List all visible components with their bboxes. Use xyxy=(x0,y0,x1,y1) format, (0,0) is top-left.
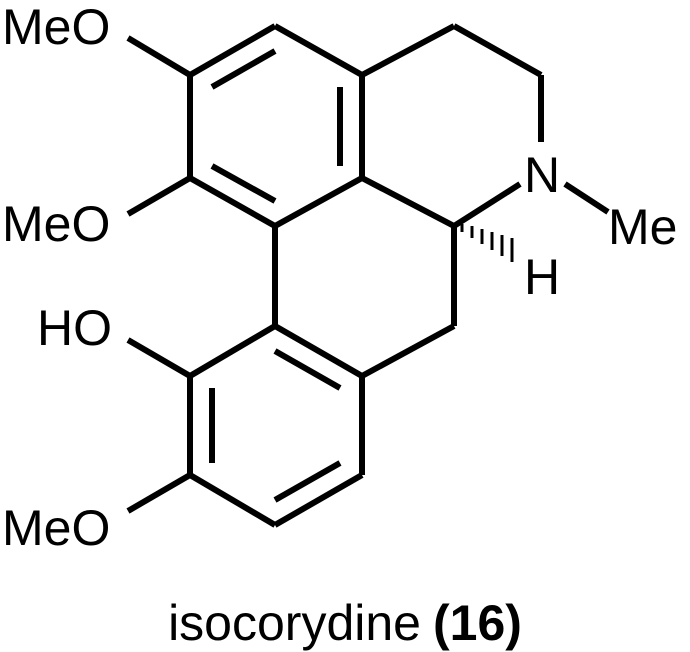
bond-c4-c6a xyxy=(360,175,456,229)
bond-c7-c7a xyxy=(360,323,456,379)
bond-c5-c6 xyxy=(188,175,277,229)
bond-c4-c5 xyxy=(273,175,364,229)
bond-c10-ome xyxy=(126,472,192,514)
double-bond-upper-a xyxy=(210,48,277,90)
hydrogen-label: H xyxy=(524,249,560,305)
hydroxy-label: HO xyxy=(37,300,112,356)
bond-c11-oh xyxy=(126,337,192,379)
methoxy-label-bottom: MeO xyxy=(2,500,110,556)
bond-ch2a-ch2b xyxy=(452,23,543,78)
double-bond-lower-b xyxy=(273,460,342,503)
atom-labels: MeO MeO HO MeO N Me H xyxy=(2,0,677,556)
bond-c11b-c7a xyxy=(273,323,364,379)
double-bond-lower-a xyxy=(273,348,342,391)
bond-n-methyl xyxy=(563,181,610,215)
stereo-hash-bond xyxy=(460,224,514,262)
compound-caption: isocorydine(16) xyxy=(168,595,522,651)
bond-n-c6a xyxy=(452,181,522,229)
methoxy-label-middle: MeO xyxy=(2,196,110,252)
double-bond-upper-c xyxy=(210,163,277,204)
skeletal-bonds xyxy=(126,23,610,528)
methoxy-label-top: MeO xyxy=(2,0,110,55)
bond-c2-c3 xyxy=(273,23,364,78)
n-methyl-label: Me xyxy=(608,199,677,255)
bond-c1-ome xyxy=(126,35,192,78)
bond-c3-ch2a xyxy=(360,23,456,78)
bond-c8-c9 xyxy=(273,472,364,528)
compound-number: (16) xyxy=(433,595,522,651)
bond-c6-ome xyxy=(126,175,192,217)
bond-c11-c11b xyxy=(188,323,277,379)
bond-c1-c2 xyxy=(188,23,277,78)
nitrogen-label: N xyxy=(524,147,560,203)
compound-name: isocorydine xyxy=(168,595,421,651)
bond-c9-c10 xyxy=(188,472,277,528)
